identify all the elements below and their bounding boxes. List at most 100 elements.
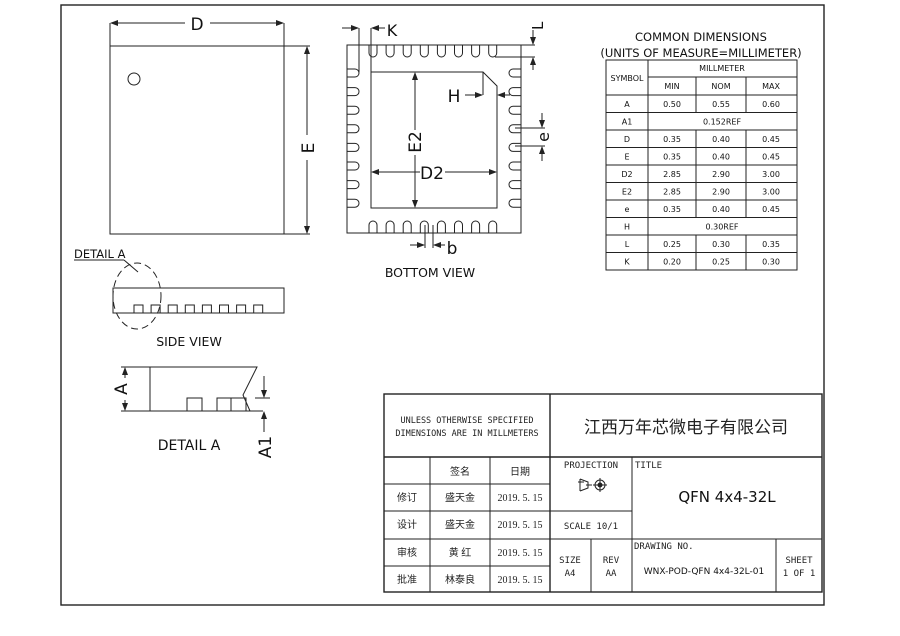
sheet-label: SHEET bbox=[785, 556, 813, 566]
dim-h-label: H bbox=[448, 87, 461, 107]
lead-pad bbox=[471, 220, 481, 233]
row-value: 0.30 bbox=[712, 240, 730, 249]
lead-pad bbox=[454, 45, 463, 58]
dim-a-label: A bbox=[112, 383, 132, 395]
lead-pad bbox=[385, 45, 395, 58]
lead-pad bbox=[488, 45, 498, 58]
drawing-no-label: DRAWING NO. bbox=[634, 542, 694, 552]
side-lead bbox=[167, 304, 178, 314]
lead-pad bbox=[436, 45, 446, 58]
unit-header: MILLMETER bbox=[699, 64, 745, 73]
row-symbol: K bbox=[624, 257, 630, 266]
rev-label: REV bbox=[603, 556, 620, 566]
dim-b-label: b bbox=[447, 239, 458, 259]
lead-pad bbox=[508, 180, 521, 190]
lead-pad bbox=[508, 142, 521, 152]
row-ref-value: 0.30REF bbox=[705, 222, 738, 231]
scale-value: SCALE 10/1 bbox=[564, 522, 618, 532]
row-symbol: A1 bbox=[622, 117, 633, 126]
dimensions-table: COMMON DIMENSIONS (UNITS OF MEASURE=MILL… bbox=[600, 30, 802, 271]
company-name: 江西万年芯微电子有限公司 bbox=[584, 418, 788, 437]
row-value: 0.55 bbox=[712, 100, 730, 109]
side-lead bbox=[150, 304, 161, 314]
lead-pad bbox=[368, 45, 378, 58]
drawing-title: QFN 4x4-32L bbox=[678, 488, 776, 506]
dim-a1-label: A1 bbox=[256, 436, 276, 458]
lead-pad bbox=[508, 87, 521, 97]
approval-name: 盛天金 bbox=[445, 518, 475, 531]
row-value: 2.85 bbox=[663, 170, 681, 179]
lead-pad bbox=[347, 124, 360, 134]
side-view-caption: SIDE VIEW bbox=[156, 334, 222, 349]
detail-a-callout: DETAIL A bbox=[74, 247, 126, 261]
detail-a-circle bbox=[112, 262, 162, 330]
detail-a-caption: DETAIL A bbox=[158, 438, 221, 454]
approval-role: 修订 bbox=[397, 491, 417, 504]
lead-pad bbox=[508, 105, 521, 115]
row-value: 0.40 bbox=[712, 152, 730, 161]
row-value: 0.30 bbox=[762, 257, 780, 266]
approval-name: 盛天金 bbox=[445, 491, 475, 504]
title-block: UNLESS OTHERWISE SPECIFIED DIMENSIONS AR… bbox=[383, 393, 823, 593]
approval-role: 审核 bbox=[397, 546, 417, 559]
approval-date: 2019. 5. 15 bbox=[498, 575, 543, 586]
lead-pad bbox=[436, 220, 446, 233]
side-lead bbox=[133, 304, 144, 314]
row-value: 0.20 bbox=[663, 257, 681, 266]
dim-l-label: L bbox=[529, 21, 547, 30]
lead-pads bbox=[347, 45, 521, 233]
note-line-1: UNLESS OTHERWISE SPECIFIED bbox=[400, 416, 533, 426]
lead-pad bbox=[347, 180, 360, 190]
lead-pad bbox=[508, 68, 521, 78]
lead-pad bbox=[368, 220, 378, 233]
row-value: 0.40 bbox=[712, 135, 730, 144]
bottom-view: K L H E2 D2 e b BOTTOM VIEW bbox=[342, 21, 553, 280]
top-view: D E bbox=[109, 15, 319, 235]
row-value: 0.40 bbox=[712, 205, 730, 214]
size-label: SIZE bbox=[559, 556, 581, 566]
row-symbol: D2 bbox=[621, 170, 632, 179]
lead-pad bbox=[347, 142, 360, 152]
exposed-pad bbox=[370, 71, 498, 209]
lead-pad bbox=[347, 198, 360, 208]
row-value: 0.35 bbox=[663, 152, 681, 161]
lead-pad bbox=[402, 220, 412, 233]
row-value: 0.25 bbox=[663, 240, 681, 249]
row-value: 0.50 bbox=[663, 100, 681, 109]
table-row: D2 2.85 2.90 3.00 bbox=[606, 164, 797, 183]
sheet-value: 1 OF 1 bbox=[783, 569, 816, 579]
date-header: 日期 bbox=[510, 466, 530, 478]
lead-pad bbox=[347, 68, 360, 78]
row-value: 2.90 bbox=[712, 170, 730, 179]
drawing-no-value: WNX-POD-QFN 4x4-32L-01 bbox=[644, 567, 765, 577]
side-lead bbox=[201, 304, 212, 314]
lead-pad bbox=[508, 161, 521, 171]
sheet-border bbox=[60, 4, 825, 606]
symbol-header: SYMBOL bbox=[611, 74, 645, 83]
row-value: 0.45 bbox=[762, 135, 780, 144]
table-subtitle: (UNITS OF MEASURE=MILLIMETER) bbox=[600, 46, 801, 60]
lead-pad bbox=[347, 87, 360, 97]
rev-value: AA bbox=[606, 569, 617, 579]
package-outline bbox=[346, 44, 522, 234]
lead-pad bbox=[454, 220, 463, 233]
size-value: A4 bbox=[565, 569, 576, 579]
row-value: 3.00 bbox=[762, 170, 780, 179]
projection-label: PROJECTION bbox=[564, 461, 618, 471]
row-ref-value: 0.152REF bbox=[703, 117, 742, 126]
title-label: TITLE bbox=[635, 461, 662, 471]
row-symbol: e bbox=[625, 205, 630, 214]
lead-pad bbox=[402, 45, 412, 58]
lead-pad bbox=[471, 45, 481, 58]
side-lead bbox=[184, 304, 195, 314]
dim-e-label: E bbox=[299, 143, 319, 154]
lead-pad bbox=[508, 198, 521, 208]
row-value: 0.35 bbox=[762, 240, 780, 249]
approval-name: 林泰良 bbox=[445, 573, 475, 586]
